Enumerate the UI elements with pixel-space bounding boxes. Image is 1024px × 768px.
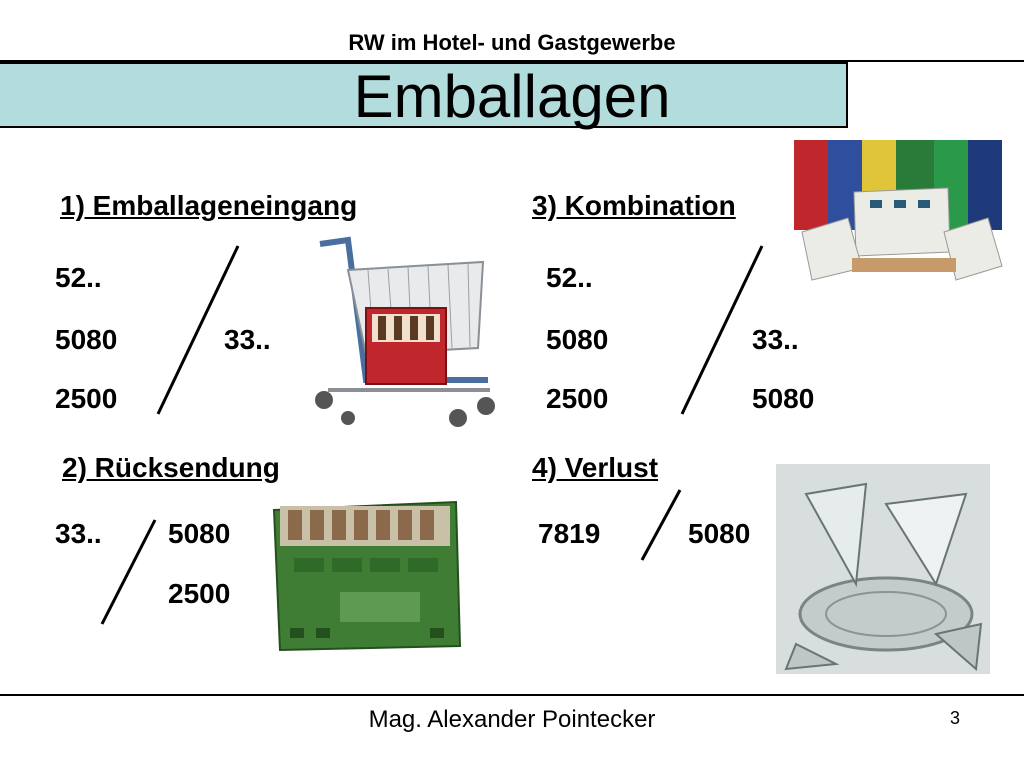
account-number: 5080 [688,518,751,549]
account-number: 33.. [752,324,799,355]
header-rule [0,60,1024,62]
course-header: RW im Hotel- und Gastgewerbe [348,30,676,55]
page-number: 3 [950,708,961,728]
account-number: 5080 [546,324,609,355]
section-heading-ruecksendung: 2) Rücksendung [62,452,280,483]
booking-slash [680,245,764,415]
account-number: 2500 [168,578,231,609]
broken-glass-image [776,464,990,674]
booking-slash [100,519,157,625]
account-number: 2500 [55,383,118,414]
account-number: 5080 [55,324,118,355]
section-heading-emballageneingang: 1) Emballageneingang [60,190,358,221]
account-number: 2500 [546,383,609,414]
section-heading-verlust: 4) Verlust [532,452,659,483]
shopping-cart-image [315,236,495,427]
account-number: 52.. [55,262,102,293]
title-box [0,62,848,128]
green-crate-image [272,500,462,652]
account-number: 5080 [168,518,231,549]
account-number: 7819 [538,518,601,549]
section-heading-kombination: 3) Kombination [532,190,736,221]
author-footer: Mag. Alexander Pointecker [368,706,656,733]
account-number: 52.. [546,262,593,293]
footer-rule [0,694,1024,696]
pallet-crates-image [794,140,1003,281]
booking-slash [156,245,240,415]
account-number: 5080 [752,383,815,414]
account-number: 33.. [55,518,102,549]
account-number: 33.. [224,324,271,355]
page-title: Emballagen [353,63,671,130]
booking-slash [640,489,682,561]
